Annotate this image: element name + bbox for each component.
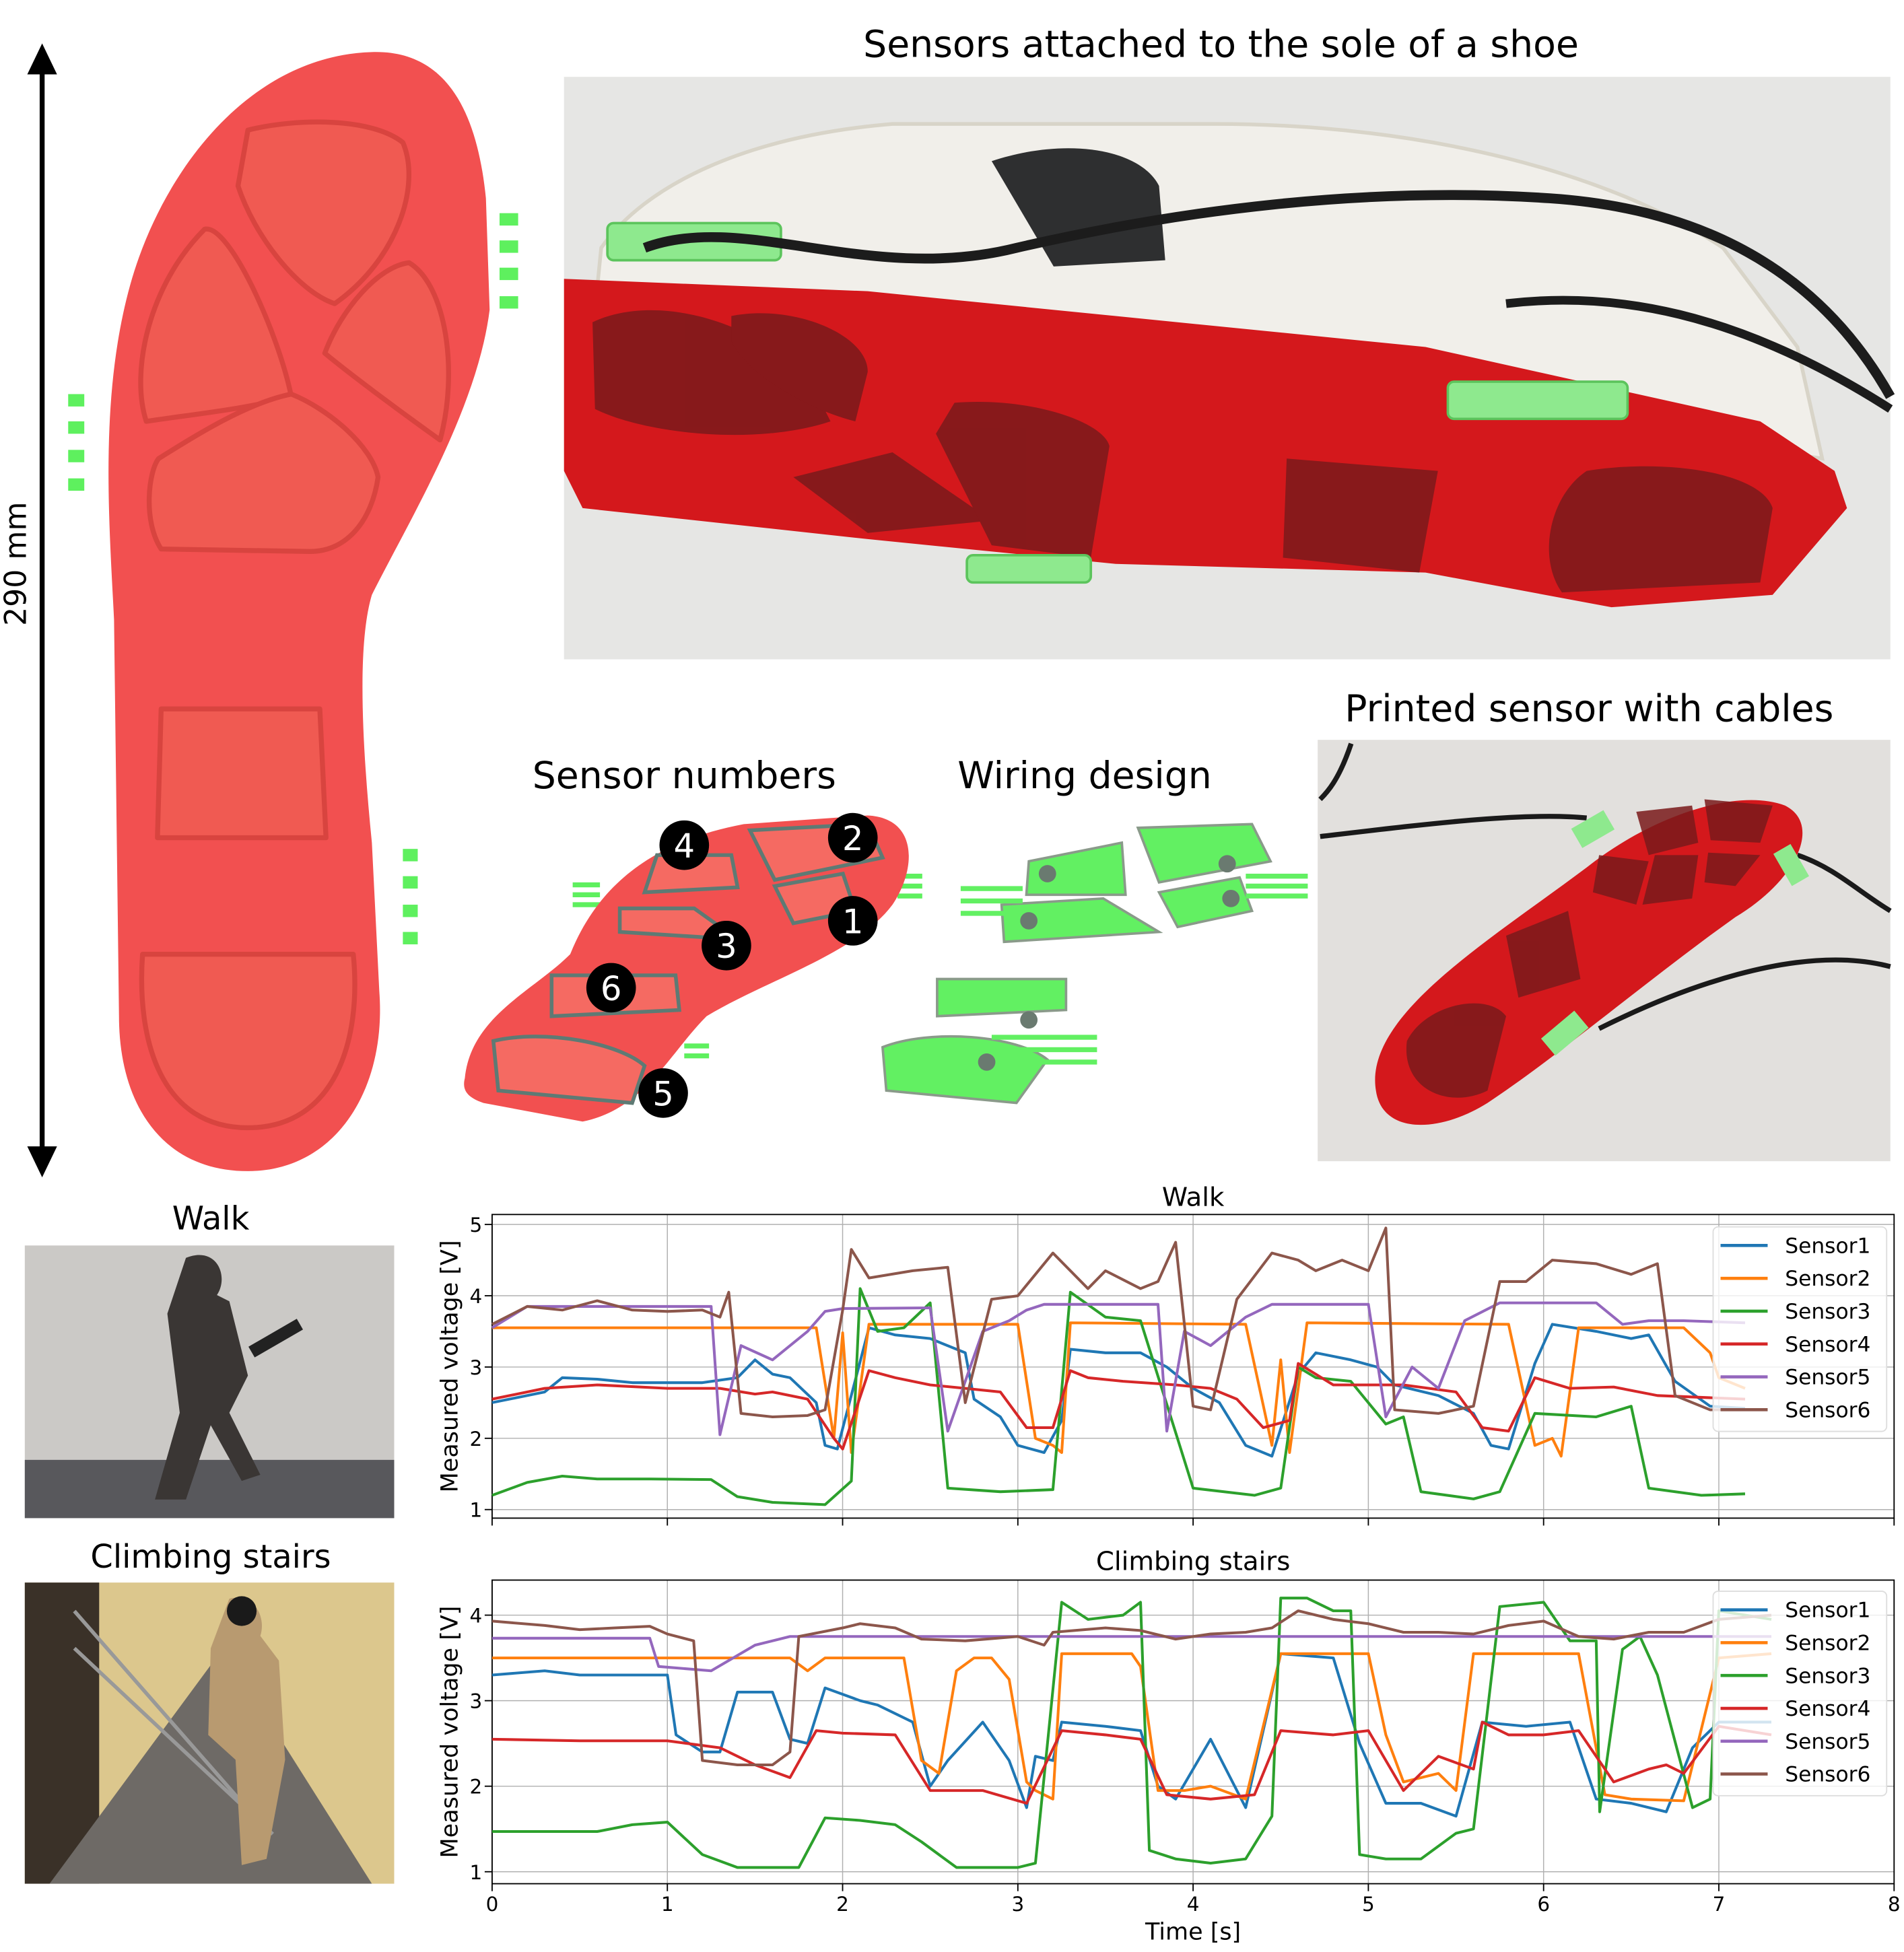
y-tick-label: 2 xyxy=(469,1428,482,1451)
sensor-badge-2: 2 xyxy=(827,812,878,863)
legend-label: Sensor2 xyxy=(1785,1267,1870,1291)
svg-text:1: 1 xyxy=(842,902,864,941)
x-tick-label: 5 xyxy=(1362,1893,1375,1916)
series-line-sensor6 xyxy=(491,1226,1745,1419)
plot-frame xyxy=(491,1214,1895,1519)
series-line-sensor5 xyxy=(491,1635,1772,1673)
sensor-numbers-diagram: 4 2 1 3 6 5 xyxy=(464,812,922,1122)
sensor-badge-1: 1 xyxy=(827,896,878,946)
x-tick-label: 3 xyxy=(1011,1893,1024,1916)
sensor-badge-5: 5 xyxy=(638,1068,688,1118)
connector-pins xyxy=(68,213,518,944)
svg-text:5: 5 xyxy=(652,1074,674,1113)
stairs-photo-label: Climbing stairs xyxy=(90,1539,331,1576)
stairs-photo xyxy=(24,1582,395,1884)
x-tick-label: 7 xyxy=(1713,1893,1726,1916)
y-tick-label: 5 xyxy=(469,1214,482,1236)
chart-title: Walk xyxy=(1162,1182,1225,1212)
sensor-numbers-title: Sensor numbers xyxy=(533,755,836,798)
series-line-sensor3 xyxy=(491,1287,1746,1506)
legend-label: Sensor4 xyxy=(1785,1333,1870,1357)
sensor-badge-6: 6 xyxy=(586,963,636,1013)
chart-title: Climbing stairs xyxy=(1096,1547,1290,1577)
series-line-sensor1 xyxy=(491,1652,1772,1818)
printed-sensor-title: Printed sensor with cables xyxy=(1345,688,1833,731)
legend-label: Sensor3 xyxy=(1785,1300,1870,1324)
x-tick-label: 0 xyxy=(486,1893,499,1916)
legend-label: Sensor6 xyxy=(1785,1398,1870,1422)
y-axis-label: Measured voltage [V] xyxy=(436,1606,463,1858)
y-tick-label: 4 xyxy=(469,1285,482,1308)
svg-text:4: 4 xyxy=(674,827,695,866)
svg-text:6: 6 xyxy=(601,969,622,1008)
legend-label: Sensor3 xyxy=(1785,1664,1870,1688)
series-line-sensor2 xyxy=(491,1652,1772,1803)
y-tick-label: 3 xyxy=(469,1690,482,1713)
series-line-sensor4 xyxy=(491,1720,1772,1805)
sensor-badge-3: 3 xyxy=(702,920,751,971)
x-tick-label: 8 xyxy=(1888,1893,1901,1916)
series-line-sensor5 xyxy=(491,1301,1746,1436)
insole-length-label: 290 mm xyxy=(0,502,34,626)
legend-label: Sensor5 xyxy=(1785,1730,1870,1754)
insole-render xyxy=(68,52,518,1171)
shoe-photo-title: Sensors attached to the sole of a shoe xyxy=(863,24,1579,67)
walk-photo xyxy=(24,1245,395,1519)
x-axis-label: Time [s] xyxy=(1145,1918,1241,1945)
series-line-sensor1 xyxy=(491,1323,1746,1458)
sensor-number-badges: 4 2 1 3 6 5 xyxy=(586,812,878,1118)
x-tick-label: 2 xyxy=(836,1893,849,1916)
y-tick-label: 4 xyxy=(469,1605,482,1628)
y-axis-label: Measured voltage [V] xyxy=(436,1240,463,1492)
series-line-sensor3 xyxy=(491,1597,1772,1869)
y-tick-label: 1 xyxy=(469,1499,482,1522)
chart-legend: Sensor1Sensor2Sensor3Sensor4Sensor5Senso… xyxy=(1712,1591,1888,1797)
y-tick-label: 2 xyxy=(469,1776,482,1799)
wiring-design-title: Wiring design xyxy=(957,755,1212,798)
legend-label: Sensor1 xyxy=(1785,1599,1870,1623)
length-dimension-arrow xyxy=(27,43,57,1178)
x-tick-label: 6 xyxy=(1537,1893,1550,1916)
shoe-photo xyxy=(564,77,1895,660)
sensor-badge-4: 4 xyxy=(659,820,710,870)
printed-sensor-photo xyxy=(1318,740,1892,1162)
legend-label: Sensor5 xyxy=(1785,1366,1870,1390)
legend-label: Sensor1 xyxy=(1785,1234,1870,1258)
x-tick-label: 1 xyxy=(661,1893,674,1916)
y-tick-label: 1 xyxy=(469,1861,482,1884)
legend-label: Sensor4 xyxy=(1785,1697,1870,1721)
walk-photo-label: Walk xyxy=(172,1200,250,1237)
series-line-sensor6 xyxy=(491,1609,1772,1767)
wiring-design-diagram xyxy=(881,823,1308,1105)
svg-text:2: 2 xyxy=(842,819,864,858)
legend-label: Sensor2 xyxy=(1785,1631,1870,1655)
chart-legend: Sensor1Sensor2Sensor3Sensor4Sensor5Senso… xyxy=(1712,1226,1888,1432)
series-line-sensor4 xyxy=(491,1362,1746,1451)
x-tick-label: 4 xyxy=(1187,1893,1200,1916)
y-tick-label: 3 xyxy=(469,1356,482,1379)
plot-frame xyxy=(491,1579,1895,1885)
svg-text:3: 3 xyxy=(716,927,737,966)
legend-label: Sensor6 xyxy=(1785,1763,1870,1787)
